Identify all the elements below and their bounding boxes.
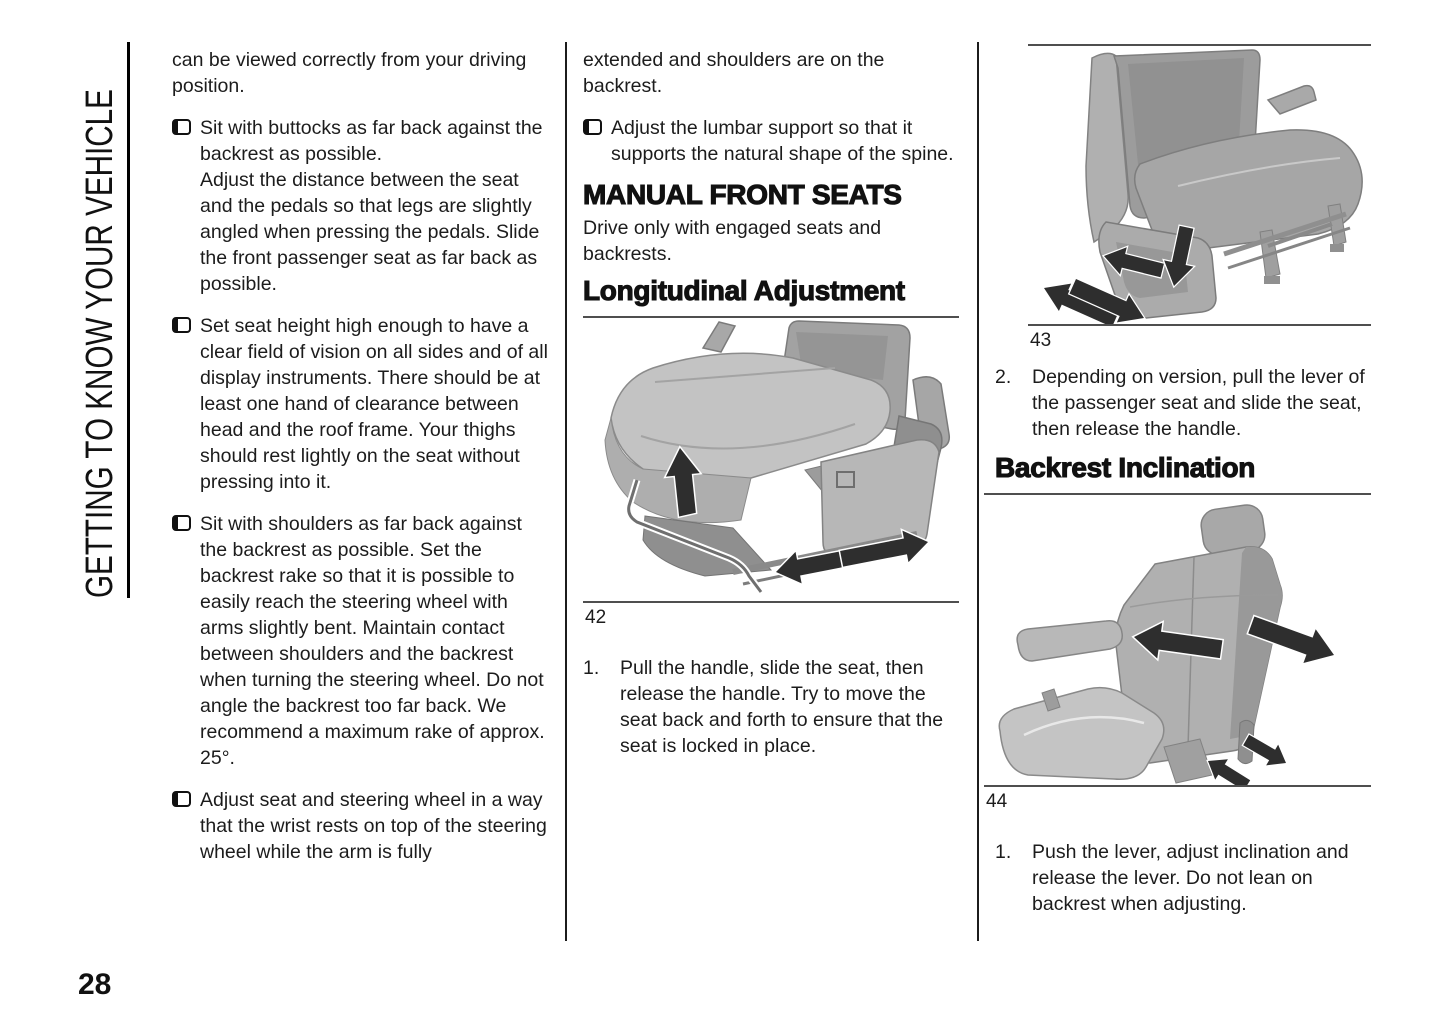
column-3: 43 2. Depending on version, pull the lev… [984, 40, 1371, 917]
step-text: Pull the handle, slide the seat, then re… [620, 657, 944, 757]
checklist-item: Set seat height high enough to have a cl… [172, 313, 548, 495]
figure-rule-top [1028, 44, 1371, 46]
checklist-item-text: Sit with shoulders as far back against t… [200, 513, 545, 769]
seat-illustration-passenger-slide [1041, 49, 1363, 324]
checklist-item: Adjust seat and steering wheel in a way … [172, 787, 548, 865]
figure-rule-bottom [583, 601, 959, 603]
lever-arrow-icon [1101, 224, 1196, 289]
tilt-arrows-icon [1131, 614, 1337, 666]
step-item: 2. Depending on version, pull the lever … [995, 364, 1371, 442]
checkbox-icon [583, 119, 602, 135]
checklist-item: Sit with shoulders as far back against t… [172, 511, 548, 771]
slide-arrows-icon [1041, 277, 1147, 324]
step-number: 1. [583, 657, 600, 679]
step-number: 1. [995, 841, 1012, 863]
column-1: can be viewed correctly from your drivin… [172, 47, 548, 881]
checkbox-icon [172, 791, 191, 807]
column-2: extended and shoulders are on the backre… [582, 47, 959, 759]
section-heading: MANUAL FRONT SEATS [582, 178, 902, 210]
step-item: 1. Pull the handle, slide the seat, then… [583, 655, 959, 759]
seat-illustration-longitudinal-adjustment [604, 320, 951, 595]
checklist-item-text: Adjust the lumbar support so that it sup… [611, 117, 954, 165]
checklist-item-text: Set seat height high enough to have a cl… [200, 315, 548, 493]
figure-rule-top [583, 316, 959, 318]
column-divider-right [977, 42, 979, 941]
figure-rule-bottom [984, 785, 1371, 787]
checkbox-icon [172, 515, 191, 531]
chapter-title: GETTING TO KNOW YOUR VEHICLE [79, 89, 121, 598]
pivot-arrows-icon [1206, 733, 1288, 785]
sub-heading-longitudinal: Longitudinal Adjustment [582, 274, 905, 306]
slide-arrows-icon [773, 528, 931, 586]
step-text: Depending on version, pull the lever of … [1032, 366, 1365, 440]
figure-44: 44 [984, 493, 1371, 813]
step-item: 1. Push the lever, adjust inclination an… [995, 839, 1371, 917]
figure-42: 42 [583, 316, 959, 629]
column-divider-left [565, 42, 567, 941]
chapter-title-sidebar: GETTING TO KNOW YOUR VEHICLE [75, 42, 130, 598]
page-number: 28 [78, 968, 112, 1001]
section-intro: Drive only with engaged seats and backre… [583, 217, 882, 265]
checklist-item-text: Sit with buttocks as far back against th… [200, 117, 543, 295]
figure-number: 42 [585, 607, 607, 628]
checklist-item: Adjust the lumbar support so that it sup… [583, 115, 959, 167]
seat-illustration-backrest-inclination [998, 504, 1337, 785]
checklist-item-text: Adjust seat and steering wheel in a way … [200, 789, 547, 863]
step-text: Push the lever, adjust inclination and r… [1032, 841, 1349, 915]
checkbox-icon [172, 317, 191, 333]
intro-paragraph: can be viewed correctly from your drivin… [172, 49, 527, 97]
sub-heading-backrest: Backrest Inclination [994, 451, 1256, 483]
continuation-paragraph: extended and shoulders are on the backre… [583, 49, 885, 97]
figure-rule-top [984, 493, 1371, 495]
checkbox-icon [172, 119, 191, 135]
figure-43: 43 [1028, 44, 1371, 352]
figure-number: 43 [1030, 330, 1052, 351]
up-arrow-icon [663, 445, 703, 519]
figure-number: 44 [986, 791, 1008, 812]
step-number: 2. [995, 366, 1012, 388]
checklist-item: Sit with buttocks as far back against th… [172, 115, 548, 297]
figure-rule-bottom [1028, 324, 1371, 326]
